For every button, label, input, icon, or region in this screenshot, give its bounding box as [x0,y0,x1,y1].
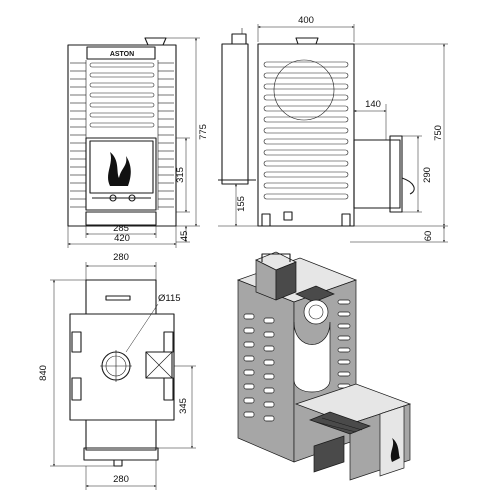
dim-front-door-height: 315 [175,167,186,183]
side-chimney-collar [295,37,319,45]
dim-front-leg-height: 45 [179,231,190,242]
iso-door [379,405,405,477]
side-door-handle [401,177,415,195]
dim-side-width: 400 [298,15,314,26]
top-right-bracket [163,331,174,353]
cutaway-view [237,251,412,481]
front-left-slats [70,60,87,210]
dim-side-height: 750 [433,125,444,141]
iso-right-slots [337,299,351,389]
side-water-tank [221,43,249,185]
iso-left-slots [243,313,275,422]
front-top-panel [86,46,156,60]
dim-side-chimney-base: 155 [236,196,247,212]
side-slots [263,61,349,200]
side-tunnel-door [389,135,403,213]
dim-side-leg-height: 60 [423,231,434,242]
iso-grate [309,411,371,435]
side-legs [261,213,351,226]
top-left-bracket-lower [71,377,82,401]
dim-front-outer-width: 420 [114,233,130,244]
side-tunnel [353,139,401,209]
dim-top-offset: 345 [178,398,189,414]
front-body-outline [67,44,177,227]
iso-pipe [303,299,329,325]
iso-water-jacket [293,321,331,393]
ash-drawer [85,211,157,226]
dim-top-chimney-diameter: Ø115 [158,293,181,304]
front-view: ASTON [67,37,209,248]
top-left-bracket [71,331,82,353]
iso-ash-pan [313,435,345,473]
dim-top-width: 280 [113,252,129,263]
top-body-outline [69,313,175,421]
dim-side-tunnel-height: 290 [422,167,433,183]
side-tank-cap [231,33,247,45]
iso-tank-handle [261,253,291,262]
flame-icon [108,152,131,186]
side-view: 400 140 290 750 60 155 [218,15,448,243]
top-tank-handle [105,295,131,301]
dim-top-length: 840 [38,365,49,381]
dim-bottom-width: 280 [113,474,129,485]
dim-side-tunnel-length: 140 [365,99,381,110]
side-heat-exchanger [273,59,335,121]
front-right-slats [157,60,174,210]
iso-tank-side [275,261,297,301]
iso-flame-icon [390,438,400,462]
side-drain [283,211,293,221]
front-chimney-collar [144,37,167,46]
brand-logo: ASTON [110,51,134,58]
dim-front-inner-width: 285 [113,223,129,234]
top-view: 280 Ø115 840 345 280 [38,252,196,490]
top-right-bracket-lower [163,377,174,401]
top-tunnel [85,419,157,451]
top-door-handle [113,459,123,467]
dim-front-height: 775 [198,124,209,140]
front-center-slots [89,62,155,128]
iso-chimney-opening [295,285,335,303]
top-tank [85,279,157,315]
front-firebox-door [85,137,157,211]
top-square-cover [145,351,173,379]
